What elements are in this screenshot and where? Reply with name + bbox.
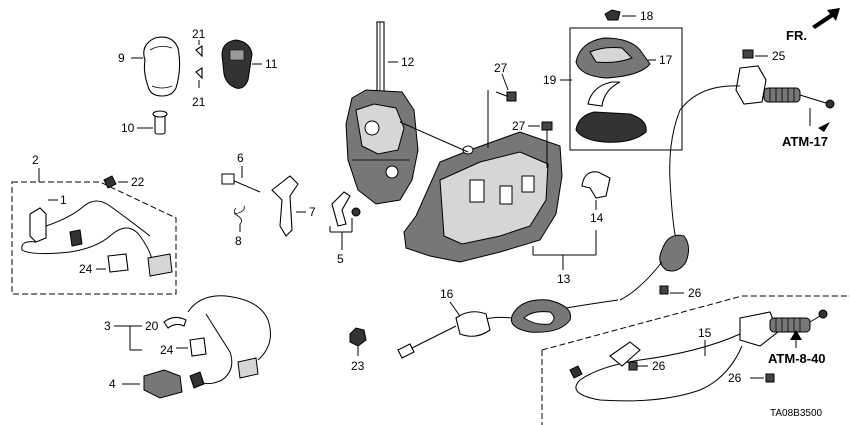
callout-22: 22 <box>131 175 145 189</box>
callout-15: 15 <box>698 326 712 340</box>
diagram-code: TA08B3500 <box>770 408 823 419</box>
part-select-cable-end-upper: 25 ATM-17 <box>735 49 835 149</box>
callout-24-lower: 24 <box>160 343 174 357</box>
part-knob-pin: 10 <box>121 110 168 135</box>
callout-17: 17 <box>659 53 673 67</box>
callout-27-middle: 27 <box>512 119 526 133</box>
part-shift-knob: 9 <box>118 36 181 97</box>
part-cable-clamp: 14 <box>581 171 611 225</box>
part-nut-23: 23 <box>349 327 367 373</box>
callout-3: 3 <box>104 319 111 333</box>
callout-14: 14 <box>590 211 604 225</box>
callout-26-lower: 26 <box>728 371 742 385</box>
ref-atm-17: ATM-17 <box>782 134 828 149</box>
callout-21-top: 21 <box>192 27 206 41</box>
callout-25: 25 <box>772 49 786 63</box>
part-shifter-base-bracket: 13 <box>399 90 597 286</box>
callout-16: 16 <box>440 287 454 301</box>
callout-11: 11 <box>265 57 278 71</box>
front-direction-label: FR. <box>786 28 807 43</box>
callout-26-upper: 26 <box>688 286 702 300</box>
part-indicator-panel-group: 18 17 19 <box>543 9 683 151</box>
part-clips-21: 21 21 <box>192 27 206 109</box>
callout-10: 10 <box>121 121 135 135</box>
callout-19: 19 <box>543 73 557 87</box>
part-bolts-27: 27 27 <box>494 61 553 168</box>
part-shift-cable-16: 16 <box>397 287 619 359</box>
callout-6: 6 <box>237 151 244 165</box>
part-shift-lever-assembly: 12 <box>345 21 419 205</box>
part-detent-lever-5: 5 <box>329 191 361 266</box>
front-arrow-icon <box>812 8 840 29</box>
callout-1: 1 <box>60 193 67 207</box>
part-lower-cable-group: 15 26 26 ATM-8-40 <box>541 295 850 425</box>
callout-27-top: 27 <box>494 61 508 75</box>
part-harness-group-2: 2 1 24 22 <box>11 153 177 295</box>
part-harness-group-3: 3 20 24 4 <box>104 295 271 399</box>
callout-18: 18 <box>640 9 654 23</box>
part-knob-cover: 11 <box>221 39 278 89</box>
callout-12: 12 <box>401 55 415 69</box>
front-direction-indicator: FR. <box>786 8 840 43</box>
ref-atm-8-40: ATM-8-40 <box>768 351 826 366</box>
callout-4: 4 <box>109 377 116 391</box>
callout-21-bottom: 21 <box>192 95 206 109</box>
callout-9: 9 <box>118 51 125 65</box>
callout-2: 2 <box>32 153 39 167</box>
callout-8: 8 <box>235 234 242 248</box>
callout-20: 20 <box>145 319 159 333</box>
part-shift-cable-upper: 26 <box>619 85 741 301</box>
callout-5: 5 <box>337 252 344 266</box>
callout-26-middle: 26 <box>652 359 666 373</box>
callout-13: 13 <box>557 272 571 286</box>
part-lock-pin-spring: 6 8 7 <box>221 151 316 248</box>
callout-24-upper: 24 <box>79 262 93 276</box>
callout-23: 23 <box>351 359 365 373</box>
callout-7: 7 <box>309 205 316 219</box>
